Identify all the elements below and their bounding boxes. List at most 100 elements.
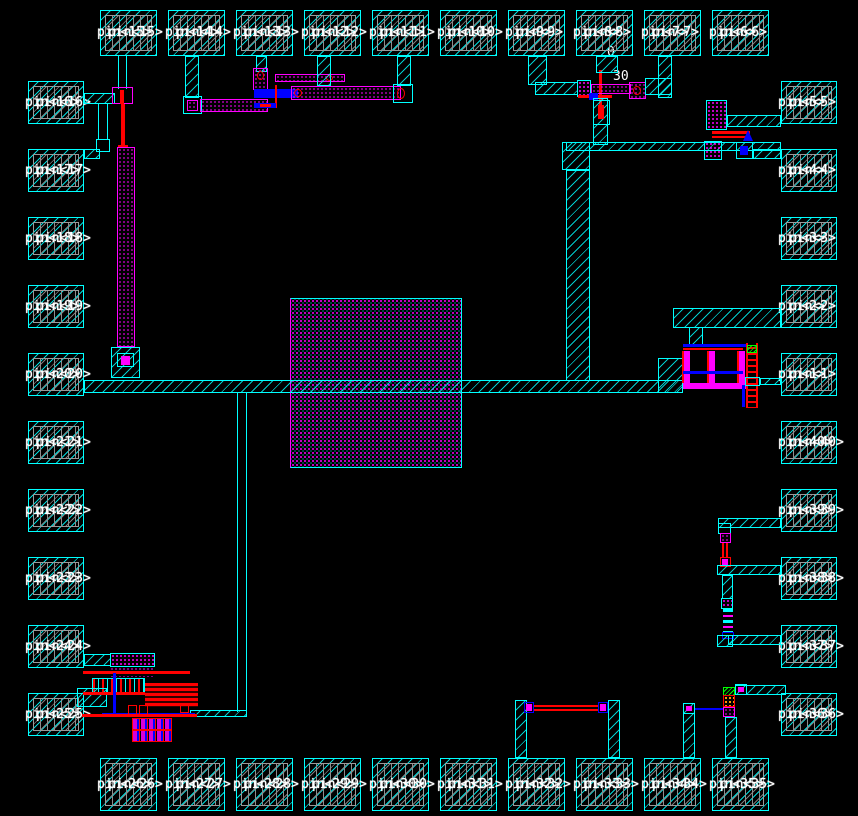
poly-box[interactable]: [180, 703, 189, 713]
pad-pin15[interactable]: pin<15>pin<15>: [97, 10, 163, 56]
pin15-tail[interactable]: [118, 56, 127, 89]
via-cut[interactable]: [600, 704, 606, 711]
pad-pin30[interactable]: pin<30>pin<30>: [369, 758, 435, 811]
gate-finger[interactable]: [739, 351, 745, 383]
pin25-link[interactable]: [77, 688, 107, 707]
pad-pin26[interactable]: pin<26>pin<26>: [97, 758, 163, 811]
poly-line[interactable]: [533, 705, 599, 707]
drop-bar[interactable]: [722, 575, 733, 599]
pad-pin9[interactable]: pin<9>pin<9>: [505, 10, 565, 56]
poly-box[interactable]: [128, 705, 137, 715]
pad-pin22[interactable]: pin<22>pin<22>: [25, 489, 91, 532]
poly-finger[interactable]: [737, 351, 739, 383]
contact-rail[interactable]: [683, 344, 748, 347]
implant-stack[interactable]: [723, 695, 735, 707]
pin17-link[interactable]: [84, 149, 100, 159]
pad-pin1[interactable]: pin<1>pin<1>: [778, 353, 837, 396]
pad-pin37[interactable]: pin<37>pin<37>: [778, 625, 844, 668]
contact-oval[interactable]: [294, 89, 302, 97]
poly-line[interactable]: [120, 90, 124, 104]
poly-tick[interactable]: [118, 145, 128, 148]
pad-pin38[interactable]: pin<38>pin<38>: [778, 557, 844, 600]
poly-rail[interactable]: [83, 692, 190, 695]
pad-pin7[interactable]: pin<7>pin<7>: [641, 10, 701, 56]
contact-oval[interactable]: [257, 71, 264, 80]
pin35-tail[interactable]: [725, 717, 737, 758]
transistor-fingers[interactable]: [132, 730, 172, 742]
pad-pin25[interactable]: pin<25>pin<25>: [25, 693, 91, 736]
main-horizontal-bus[interactable]: [84, 380, 683, 393]
pin16-link[interactable]: [84, 93, 115, 104]
pin5-link[interactable]: [727, 115, 781, 127]
poly-rail[interactable]: [683, 348, 743, 350]
via-box[interactable]: [598, 702, 608, 713]
pad-pin24[interactable]: pin<24>pin<24>: [25, 625, 91, 668]
via-box[interactable]: [735, 684, 747, 695]
gate-finger[interactable]: [709, 351, 715, 383]
pin11-tail[interactable]: [397, 56, 411, 86]
poly-via-stack[interactable]: [746, 343, 758, 408]
pad-pin4[interactable]: pin<4>pin<4>: [778, 149, 837, 192]
pad-pin20[interactable]: pin<20>pin<20>: [25, 353, 91, 396]
pin8-tail[interactable]: [596, 56, 618, 73]
poly-line[interactable]: [726, 543, 728, 558]
contact-rail[interactable]: [683, 371, 743, 374]
poly-box[interactable]: [139, 705, 148, 715]
poly-dash-trace[interactable]: [723, 609, 733, 632]
via-box[interactable]: [593, 100, 610, 125]
bus-riser[interactable]: [566, 170, 590, 381]
contact-oval[interactable]: [397, 88, 405, 99]
via-cut[interactable]: [187, 100, 198, 111]
contact-oval[interactable]: [633, 86, 641, 95]
contact-line[interactable]: [113, 673, 116, 715]
device-feed[interactable]: [689, 327, 703, 345]
top-feed-line[interactable]: [566, 142, 781, 151]
via-box[interactable]: [721, 598, 733, 609]
pin7-tail[interactable]: [658, 56, 672, 98]
contact-line[interactable]: [742, 385, 745, 407]
pin37-link[interactable]: [728, 635, 781, 645]
poly-rail[interactable]: [82, 714, 197, 717]
pad-pin18[interactable]: pin<18>pin<18>: [25, 217, 91, 260]
pin12-tail[interactable]: [317, 56, 331, 86]
contact-line[interactable]: [695, 708, 723, 710]
trace-elbow[interactable]: [190, 710, 247, 717]
via-cut[interactable]: [686, 706, 692, 711]
thin-trace[interactable]: [98, 104, 108, 140]
poly-seg[interactable]: [598, 105, 604, 119]
poly-finger[interactable]: [707, 351, 709, 383]
poly-comb[interactable]: [145, 683, 198, 707]
pad-pin10[interactable]: pin<10>pin<10>: [437, 10, 503, 56]
via-cut[interactable]: [722, 559, 728, 565]
pad-pin31[interactable]: pin<31>pin<31>: [437, 758, 503, 811]
metal2-rail[interactable]: [683, 383, 746, 389]
pad-pin3[interactable]: pin<3>pin<3>: [778, 217, 837, 260]
well-tap[interactable]: [747, 345, 757, 353]
metal2-vertical-bar[interactable]: [117, 147, 135, 347]
poly-seg[interactable]: [260, 104, 271, 107]
via-cut[interactable]: [720, 533, 731, 543]
pad-pin8[interactable]: pin<8>pin<8>: [573, 10, 633, 56]
via-box[interactable]: [723, 707, 735, 717]
pin9-tail[interactable]: [528, 56, 547, 85]
poly-line[interactable]: [712, 136, 750, 138]
pad-pin11[interactable]: pin<11>pin<11>: [369, 10, 435, 56]
pad-pin39[interactable]: pin<39>pin<39>: [778, 489, 844, 532]
center-vertical-trace[interactable]: [237, 392, 247, 712]
pin4-link[interactable]: [753, 149, 781, 159]
metal2-thin-bar[interactable]: [275, 74, 345, 82]
via-box[interactable]: [117, 353, 134, 367]
pin24-link[interactable]: [84, 654, 111, 666]
pin33-tail[interactable]: [608, 700, 620, 758]
pad-pin14[interactable]: pin<14>pin<14>: [165, 10, 231, 56]
pad-pin35[interactable]: pin<35>pin<35>: [709, 758, 775, 811]
via-box[interactable]: [96, 139, 110, 152]
bus-end-block[interactable]: [658, 358, 683, 393]
transistor-fingers[interactable]: [132, 718, 172, 730]
pad-pin27[interactable]: pin<27>pin<27>: [165, 758, 231, 811]
pad-pin12[interactable]: pin<12>pin<12>: [301, 10, 367, 56]
pad-pin23[interactable]: pin<23>pin<23>: [25, 557, 91, 600]
pin38-link[interactable]: [717, 565, 781, 575]
pad-pin40[interactable]: pin<40>pin<40>: [778, 421, 844, 464]
